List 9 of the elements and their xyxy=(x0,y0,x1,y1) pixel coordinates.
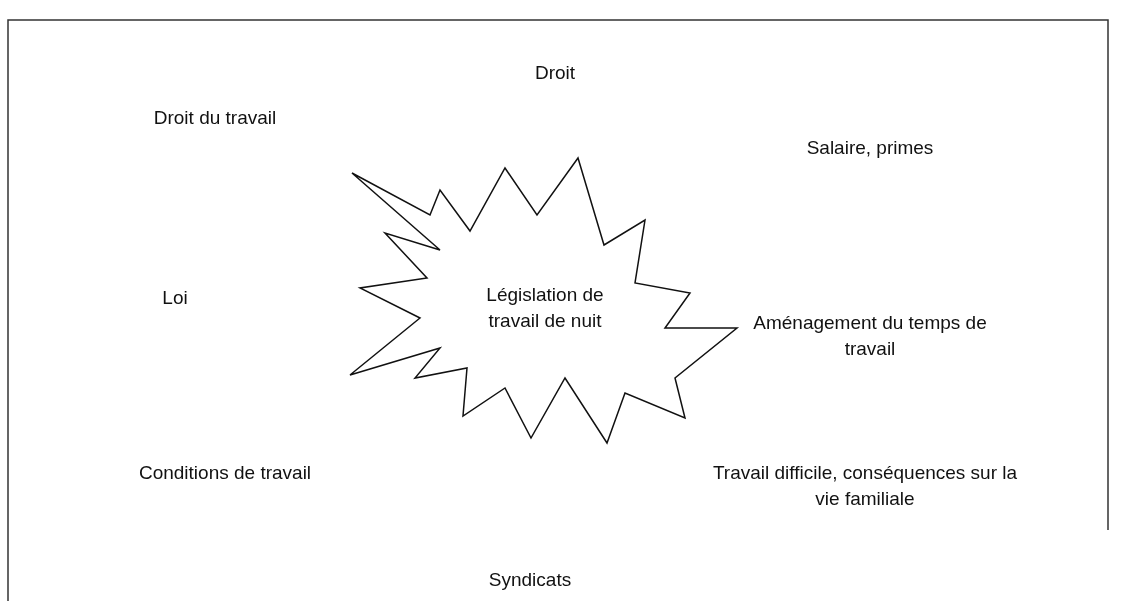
topic-label: Syndicats xyxy=(487,568,573,592)
topic-label: Travail difficile, conséquences sur la vie familiale xyxy=(711,461,1019,511)
topic-label: Conditions de travail xyxy=(137,461,313,485)
topic-label: Salaire, primes xyxy=(805,136,935,160)
topic-label: Aménagement du temps de travail xyxy=(752,311,988,361)
node-text: Législation de travail de nuit xyxy=(485,283,605,333)
topic-label: Droit du travail xyxy=(152,106,278,130)
topic-label: Loi xyxy=(161,286,189,310)
topic-label: Droit xyxy=(533,61,577,85)
